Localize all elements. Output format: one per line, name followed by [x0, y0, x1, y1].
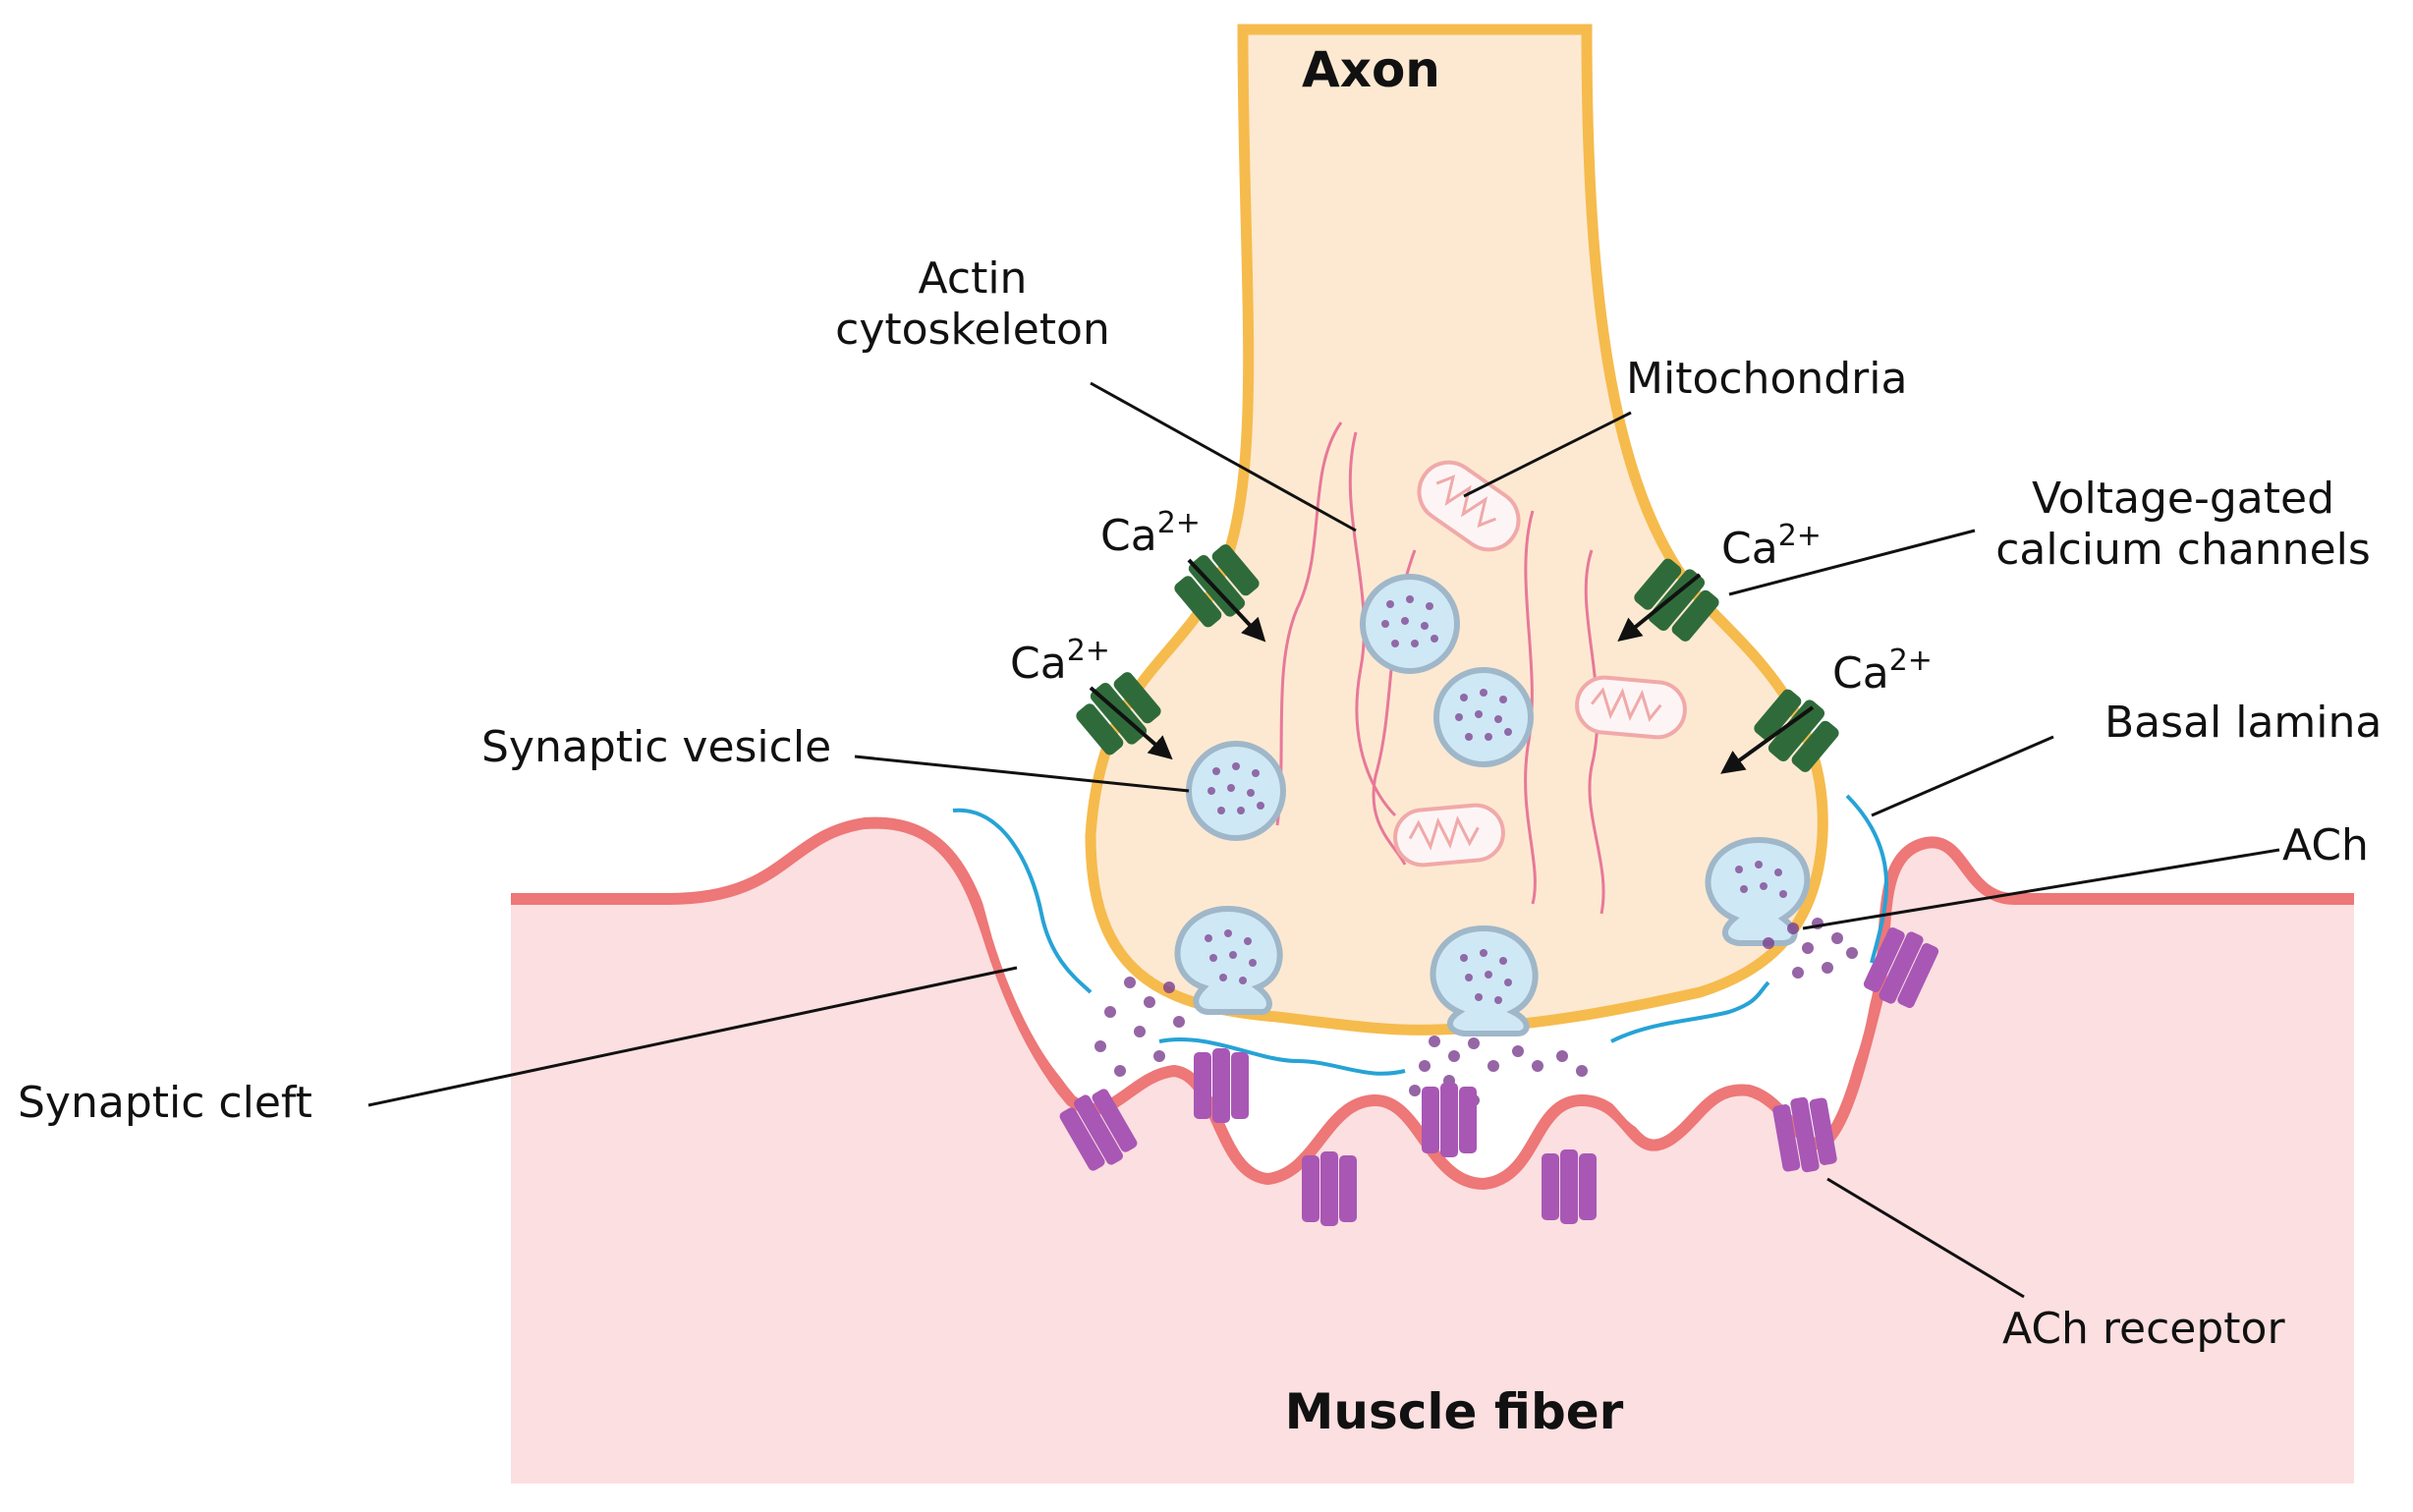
calcium-influx-arrows: [1089, 558, 1815, 774]
ion-symbol: Ca: [1721, 524, 1778, 574]
muscle-fiber-label: Muscle fiber: [1284, 1383, 1624, 1440]
ach-label: ACh: [2282, 820, 2369, 870]
actin-label-line1: Actin: [918, 253, 1028, 304]
mitochondria-label: Mitochondria: [1626, 354, 1908, 404]
ion-charge: 2+: [1156, 506, 1201, 540]
synaptic-vesicle-label: Synaptic vesicle: [481, 722, 832, 772]
synaptic-cleft-label: Synaptic cleft: [18, 1078, 312, 1128]
vgcc-label-line2: calcium channels: [1995, 524, 2371, 575]
synaptic-vesicles: [1186, 574, 1534, 841]
actin-cytoskeleton: [1275, 421, 1605, 915]
ach-receptor: [1302, 1151, 1357, 1226]
basal-lamina: [952, 794, 1889, 1076]
ach-receptor: [1772, 1096, 1837, 1173]
synaptic-vesicle: [1360, 574, 1460, 674]
muscle-fiber-membrane: [511, 816, 2354, 1191]
ach-receptor-label: ACh receptor: [2002, 1304, 2285, 1354]
ach-receptor: [1542, 1149, 1597, 1224]
ach-receptors: [1059, 926, 1939, 1226]
synaptic-vesicle: [1186, 741, 1286, 841]
calcium-channel: [1174, 544, 1260, 628]
leader-lines: [367, 381, 2280, 1299]
calcium-ion-label: Ca2+: [1010, 634, 1110, 689]
vgcc-label-line1: Voltage-gated: [2031, 474, 2335, 524]
calcium-ion-label: Ca2+: [1100, 506, 1201, 561]
axon-label: Axon: [1302, 41, 1440, 98]
actin-cytoskeleton-label: Actin cytoskeleton: [791, 253, 1154, 356]
mitochondria-group: [1393, 460, 1687, 868]
ion-charge: 2+: [1777, 519, 1822, 553]
ion-charge: 2+: [1888, 644, 1933, 678]
ach-receptor: [1059, 1089, 1138, 1171]
mitochondrion: [1393, 803, 1505, 868]
calcium-channel: [1754, 689, 1839, 772]
ach-molecules: [1094, 918, 1858, 1106]
ach-receptor: [1863, 926, 1939, 1009]
basal-lamina-label: Basal lamina: [2104, 698, 2383, 748]
ach-receptor: [1422, 1083, 1477, 1157]
fusing-vesicles: [1174, 836, 1811, 1036]
actin-label-line2: cytoskeleton: [835, 304, 1110, 355]
ion-symbol: Ca: [1100, 511, 1157, 561]
voltage-gated-calcium-channels-label: Voltage-gated calcium channels: [1977, 474, 2389, 576]
synaptic-vesicle: [1433, 667, 1534, 767]
mitochondrion: [1575, 675, 1687, 740]
fusing-vesicle: [1174, 905, 1283, 1015]
fusing-vesicle: [1430, 924, 1539, 1036]
ion-charge: 2+: [1066, 634, 1110, 668]
synaptic-cleft-space: [953, 815, 1876, 1174]
fusing-vesicle: [1705, 836, 1811, 946]
mitochondrion: [1417, 460, 1521, 552]
ion-symbol: Ca: [1832, 648, 1889, 699]
calcium-ion-label: Ca2+: [1721, 519, 1822, 574]
ion-symbol: Ca: [1010, 639, 1067, 689]
ach-receptor: [1194, 1048, 1249, 1123]
calcium-ion-label: Ca2+: [1832, 644, 1933, 699]
